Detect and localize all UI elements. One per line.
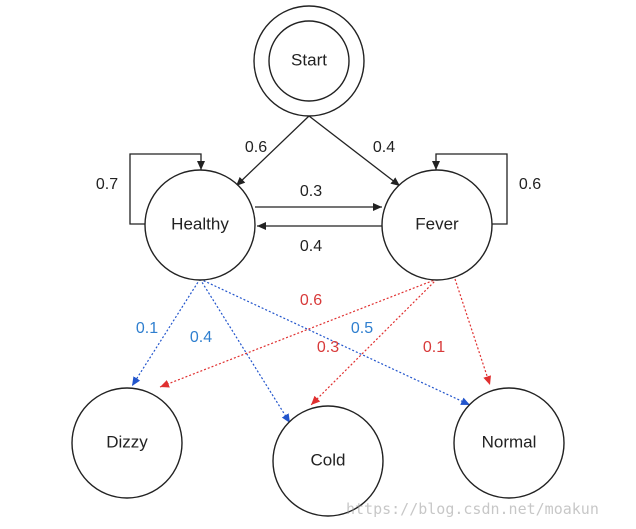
edge-fever-normal xyxy=(454,278,491,386)
cold-node: Cold xyxy=(272,405,384,517)
label-start-fever: 0.4 xyxy=(373,139,395,156)
edge-fever-dizzy xyxy=(159,278,438,388)
label-healthy-cold: 0.4 xyxy=(190,329,212,346)
dizzy-node: Dizzy xyxy=(71,387,183,499)
label-healthy-dizzy: 0.1 xyxy=(136,320,158,337)
label-healthy-self: 0.7 xyxy=(96,176,118,193)
fever-node-label: Fever xyxy=(415,214,459,233)
label-fever-dizzy: 0.6 xyxy=(300,292,322,309)
edge-start-healthy xyxy=(235,115,310,187)
label-fever-cold: 0.3 xyxy=(317,339,339,356)
edge-fever-cold xyxy=(310,278,438,406)
watermark: https://blog.csdn.net/moakun xyxy=(346,500,599,518)
label-healthy-normal: 0.5 xyxy=(351,320,373,337)
start-node: Start xyxy=(253,5,365,117)
healthy-node: Healthy xyxy=(144,169,256,281)
edge-healthy-cold xyxy=(199,278,291,424)
edge-healthy-normal xyxy=(199,278,471,406)
edge-healthy-self-loop xyxy=(129,153,205,225)
normal-node: Normal xyxy=(453,387,565,499)
label-fever-healthy: 0.4 xyxy=(300,238,322,255)
label-fever-self: 0.6 xyxy=(519,176,541,193)
label-fever-normal: 0.1 xyxy=(423,339,445,356)
edge-healthy-dizzy xyxy=(131,278,201,387)
cold-node-label: Cold xyxy=(311,450,346,469)
label-healthy-fever: 0.3 xyxy=(300,183,322,200)
healthy-node-label: Healthy xyxy=(171,214,229,233)
dizzy-node-label: Dizzy xyxy=(106,432,148,451)
edge-fever-self-loop xyxy=(432,153,508,225)
normal-node-label: Normal xyxy=(482,432,537,451)
fever-node: Fever xyxy=(381,169,493,281)
start-node-label: Start xyxy=(291,50,327,69)
edge-start-fever xyxy=(308,115,401,187)
label-start-healthy: 0.6 xyxy=(245,139,267,156)
